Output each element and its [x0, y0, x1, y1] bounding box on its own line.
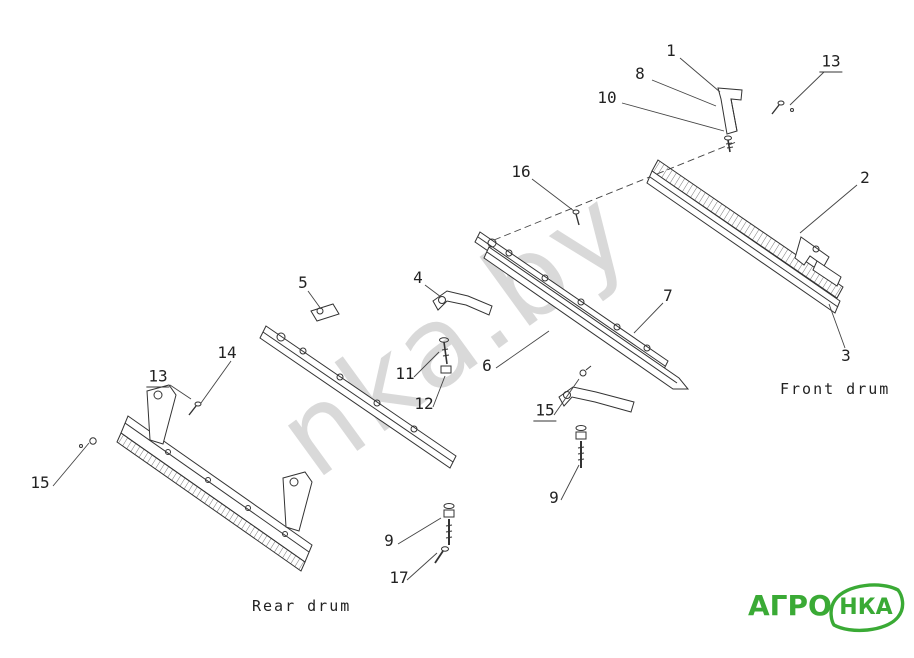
middle-scraper-assembly [474, 231, 690, 390]
bolt-9-middle [575, 425, 587, 468]
callout-8: 8 [635, 64, 645, 83]
logo-leaf-outline [829, 583, 905, 633]
callout-5: 5 [298, 273, 308, 292]
bolt-nut-11-12 [439, 337, 452, 374]
callout-14: 14 [217, 343, 237, 362]
callout-6: 6 [482, 356, 492, 375]
callout-16: 16 [511, 162, 531, 181]
screw-set-top-right [771, 100, 794, 115]
bolt-9-bottom [443, 503, 455, 545]
callout-17: 17 [389, 568, 409, 587]
callout-15-left: 15 [30, 473, 50, 492]
screw-14 [188, 401, 202, 416]
rear-upper-blade [259, 303, 457, 469]
callout-1: 1 [666, 41, 676, 60]
rear-drum-scraper-bar [116, 384, 313, 572]
logo-oval-text: НКА [839, 595, 892, 620]
callout-2: 2 [860, 168, 870, 187]
screw-17 [434, 546, 449, 564]
front-drum-scraper-bar [646, 159, 844, 314]
leader-lines [52, 57, 858, 581]
callout-4: 4 [413, 268, 423, 287]
callout-12: 12 [414, 394, 434, 413]
front-drum-label: Front drum [780, 380, 891, 398]
callout-15-mid: 15 [533, 400, 557, 422]
washer-15-left [79, 437, 97, 448]
bracket-arm-right [558, 365, 635, 413]
top-mount-bracket [717, 87, 743, 153]
callout-9-mid: 9 [549, 488, 559, 507]
callout-13-top: 13 [819, 51, 843, 73]
callout-11: 11 [395, 364, 415, 383]
agronka-logo: АГРО НКА [748, 583, 905, 633]
bracket-arm-4 [432, 290, 493, 316]
callout-13-left: 13 [146, 366, 170, 388]
callout-9-bottom: 9 [384, 531, 394, 550]
callout-10: 10 [597, 88, 617, 107]
callout-7: 7 [663, 286, 673, 305]
rear-drum-label: Rear drum [252, 597, 352, 615]
callout-3: 3 [841, 346, 851, 365]
bolt-16 [572, 209, 580, 226]
logo-prefix-text: АГРО [748, 589, 832, 622]
